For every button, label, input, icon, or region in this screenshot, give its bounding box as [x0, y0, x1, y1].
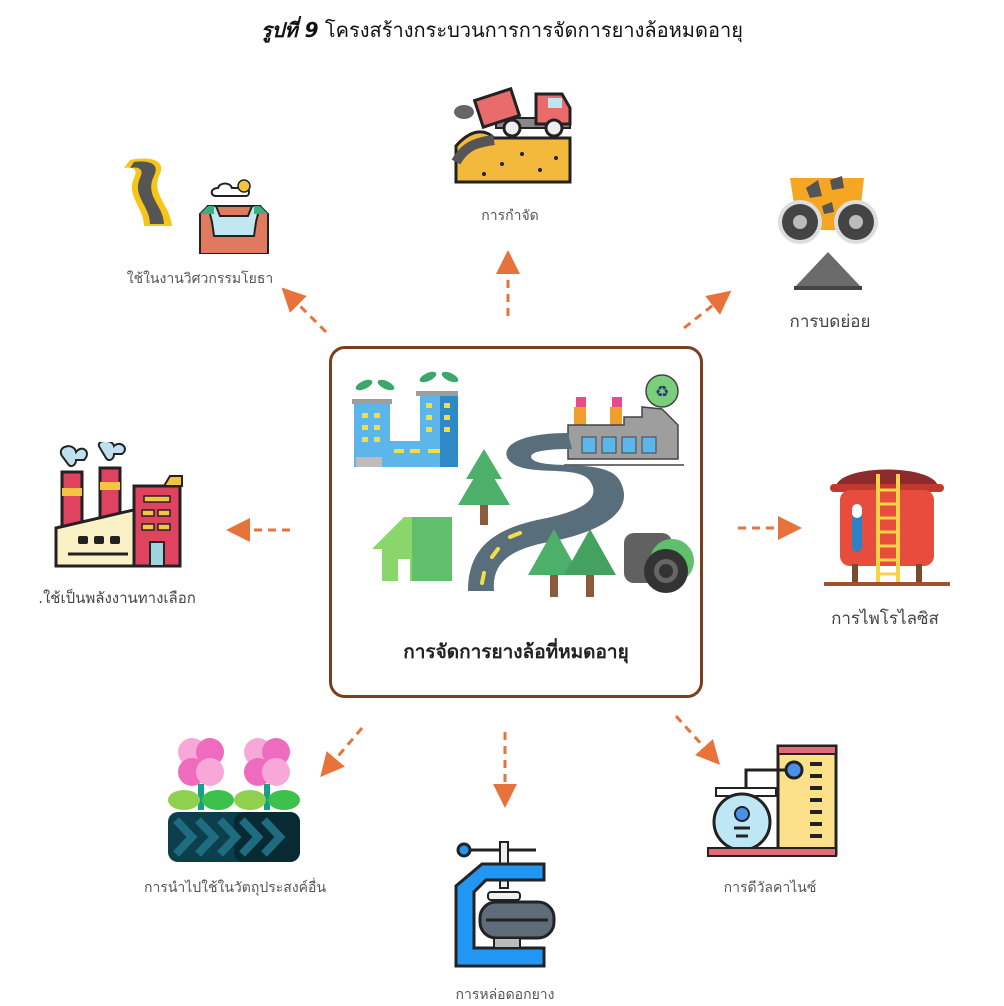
tire-press-icon — [454, 841, 556, 968]
arrow-to-devulcanization — [674, 714, 721, 765]
branch-other-purposes — [168, 734, 300, 866]
flower-icon — [234, 738, 300, 810]
figure-title: รูปที่ 9 โครงสร้างกระบวนการการจัดการยางล… — [0, 14, 1004, 46]
branch-alternative-energy — [52, 440, 187, 570]
pine-tree-icon — [458, 449, 616, 597]
svg-text:♻: ♻ — [655, 382, 669, 401]
center-node: ♻ — [329, 346, 703, 698]
arrow-to-civil-engineering — [281, 287, 328, 334]
arrow-to-crushing — [683, 290, 732, 330]
center-label: การจัดการยางล้อที่หมดอายุ — [403, 641, 629, 663]
factory-icon — [54, 440, 183, 568]
flower-icon — [168, 738, 234, 810]
branch-civil-engineering — [110, 156, 272, 255]
arrow-to-other-purposes — [320, 727, 364, 778]
label-other-purposes: การนำไปใช้ในวัตถุประสงค์อื่น — [143, 880, 327, 896]
recycling-factory-icon: ♻ — [564, 374, 684, 466]
label-devulcanization: การดีวัลคาไนซ์ — [723, 880, 817, 896]
label-crushing: การบดย่อย — [789, 312, 871, 332]
house-icon — [372, 517, 452, 581]
label-disposal: การกำจัด — [481, 208, 539, 224]
road-icon — [124, 158, 172, 226]
road-canal-icon — [124, 158, 269, 255]
branch-pyrolysis — [822, 460, 952, 590]
label-alternative-energy: .ใช้เป็นพลังงานทางเลือก — [38, 589, 196, 607]
center-illustration: ♻ — [352, 371, 694, 597]
figure-number: รูปที่ 9 — [261, 18, 319, 42]
canal-icon — [199, 179, 269, 255]
green-building-icon — [352, 371, 459, 467]
branch-disposal — [450, 78, 575, 188]
branch-crushing — [778, 170, 878, 295]
winding-road-icon — [468, 433, 625, 591]
devulcanization-plant-icon — [707, 744, 838, 857]
label-retreading: การหล่อดอกยาง — [455, 987, 555, 1003]
branch-retreading — [452, 840, 562, 975]
tire-planter-icon — [168, 738, 300, 862]
label-civil-engineering: ใช้ในงานวิศวกรรมโยธา — [126, 271, 274, 287]
crusher-icon — [778, 176, 878, 290]
label-pyrolysis: การไพโรไลซิส — [831, 609, 939, 629]
branch-devulcanization — [706, 742, 838, 860]
figure-caption: โครงสร้างกระบวนการการจัดการยางล้อหมดอายุ — [324, 18, 743, 42]
pyrolysis-reactor-icon — [824, 469, 950, 586]
dump-truck-landfill-icon — [451, 86, 572, 184]
tire-stack-icon — [624, 533, 694, 593]
